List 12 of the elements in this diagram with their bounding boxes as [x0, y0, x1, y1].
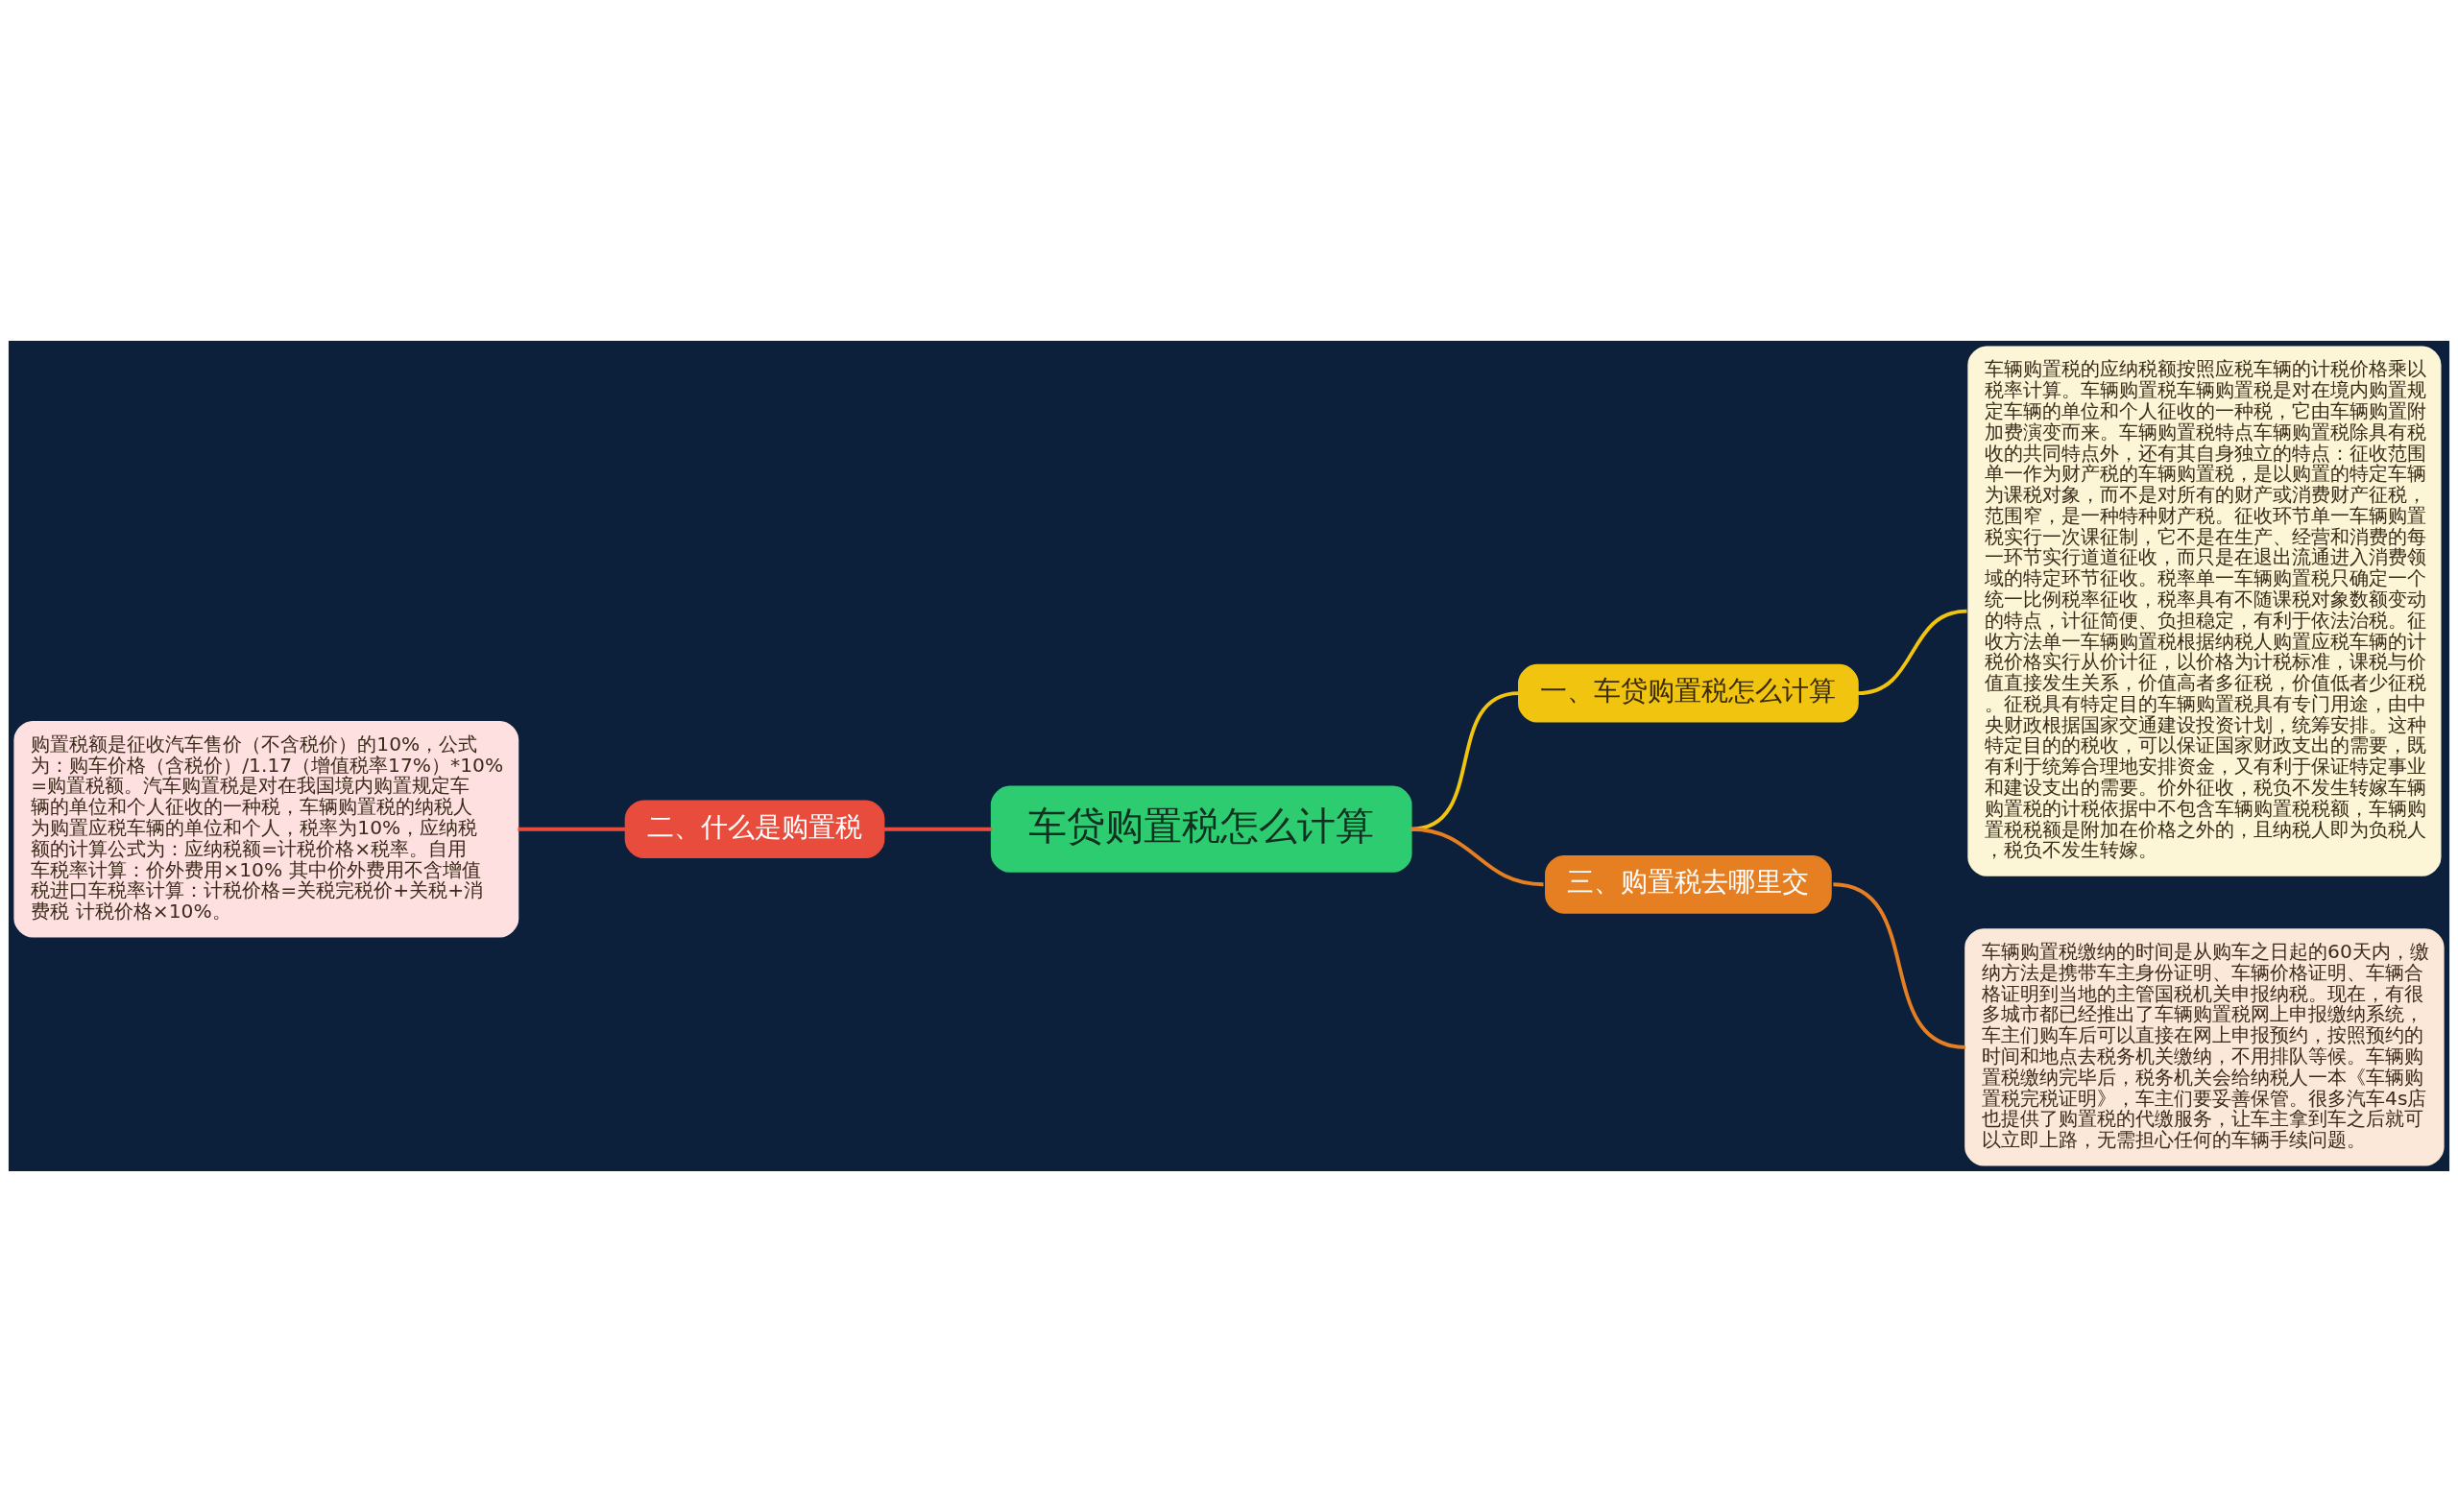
connector: [1833, 882, 1966, 1049]
connector: [883, 827, 992, 831]
connector: [518, 827, 626, 831]
node-box: 车贷购置税怎么计算: [990, 785, 1412, 873]
node-box: 购置税额是征收汽车售价（不含税价）的10%，公式为：购车价格（含税价）/1.17（增值税率17%）*10%=购置税额。汽车购置税是对在我国境内购置规定车辆的单位和个人征收的一种税，车辆购置税的纳税人为购置应税车辆的单位和个人，税率为10%，应纳税额的计算公式为：应纳税额=计税价格×税率。自用车税率计算：价外费用×10% 其中价外费用不含增值税进口车税率计算：计税价格=关税完税价+关税+消费税 计税价格×10%。: [13, 720, 519, 938]
node-box: 三、购置税去哪里交: [1545, 854, 1832, 914]
node-box: 车辆购置税的应纳税额按照应税车辆的计税价格乘以税率计算。车辆购置税车辆购置税是对在境内购置规定车辆的单位和个人征收的一种税，它由车辆购置附加费演变而来。车辆购置税特点车辆购置税除具有税收的共同特点外，还有其自身独立的特点：征收范围单一作为财产税的车辆购置税，是以购置的特定车辆为课税对象，而不是对所有的财产或消费财产征税，范围窄，是一种特种财产税。征收环节单一车辆购置税实行一次课征制，它不是在生产、经营和消费的每一环节实行道道征收，而只是在退出流通进入消费领域的特定环节征收。税率单一车辆购置税只确定一个统一比例税率征收，税率具有不随课税对象数额变动的特点，计征简便、负担稳定，有利于依法治税。征收方法单一车辆购置税根据纳税人购置应税车辆的计税价格实行从价计征，以价格为计税标准，课税与价值直接发生关系，价值高者多征税，价值低者少征税。征税具有特定目的车辆购置税具有专门用途，由中央财政根据国家交通建设投资计划，统筹安排。这种特定目的的税收，可以保证国家财政支出的需要，既有利于统筹合理地安排资金，又有利于保证特定事业和建设支出的需要。价外征收，税负不发生转嫁车辆购置税的计税依据中不包含车辆购置税税额，车辆购置税税额是附加在价格之外的，且纳税人即为负税人，税负不发生转嫁。: [1967, 346, 2442, 876]
node-box: 二、什么是购置税: [624, 800, 885, 859]
connector: [1410, 827, 1544, 887]
connector: [1857, 609, 1967, 696]
node-box: 车辆购置税缴纳的时间是从购车之日起的60天内，缴纳方法是携带车主身份证明、车辆价格证明、车辆合格证明到当地的主管国税机关申报纳税。现在，有很多城市都已经推出了车辆购置税网上申报缴纳系统，车主们购车后可以直接在网上申报预约，按照预约的时间和地点去税务机关缴纳，不用排队等候。车辆购置税缴纳完毕后，税务机关会给纳税人一本《车辆购置税完税证明》，车主们要妥善保管。很多汽车4s店也提供了购置税的代缴服务，让车主拿到车之后就可以立即上路，无需担心任何的车辆手续问题。: [1964, 928, 2445, 1166]
node-box: 一、车贷购置税怎么计算: [1518, 663, 1859, 723]
